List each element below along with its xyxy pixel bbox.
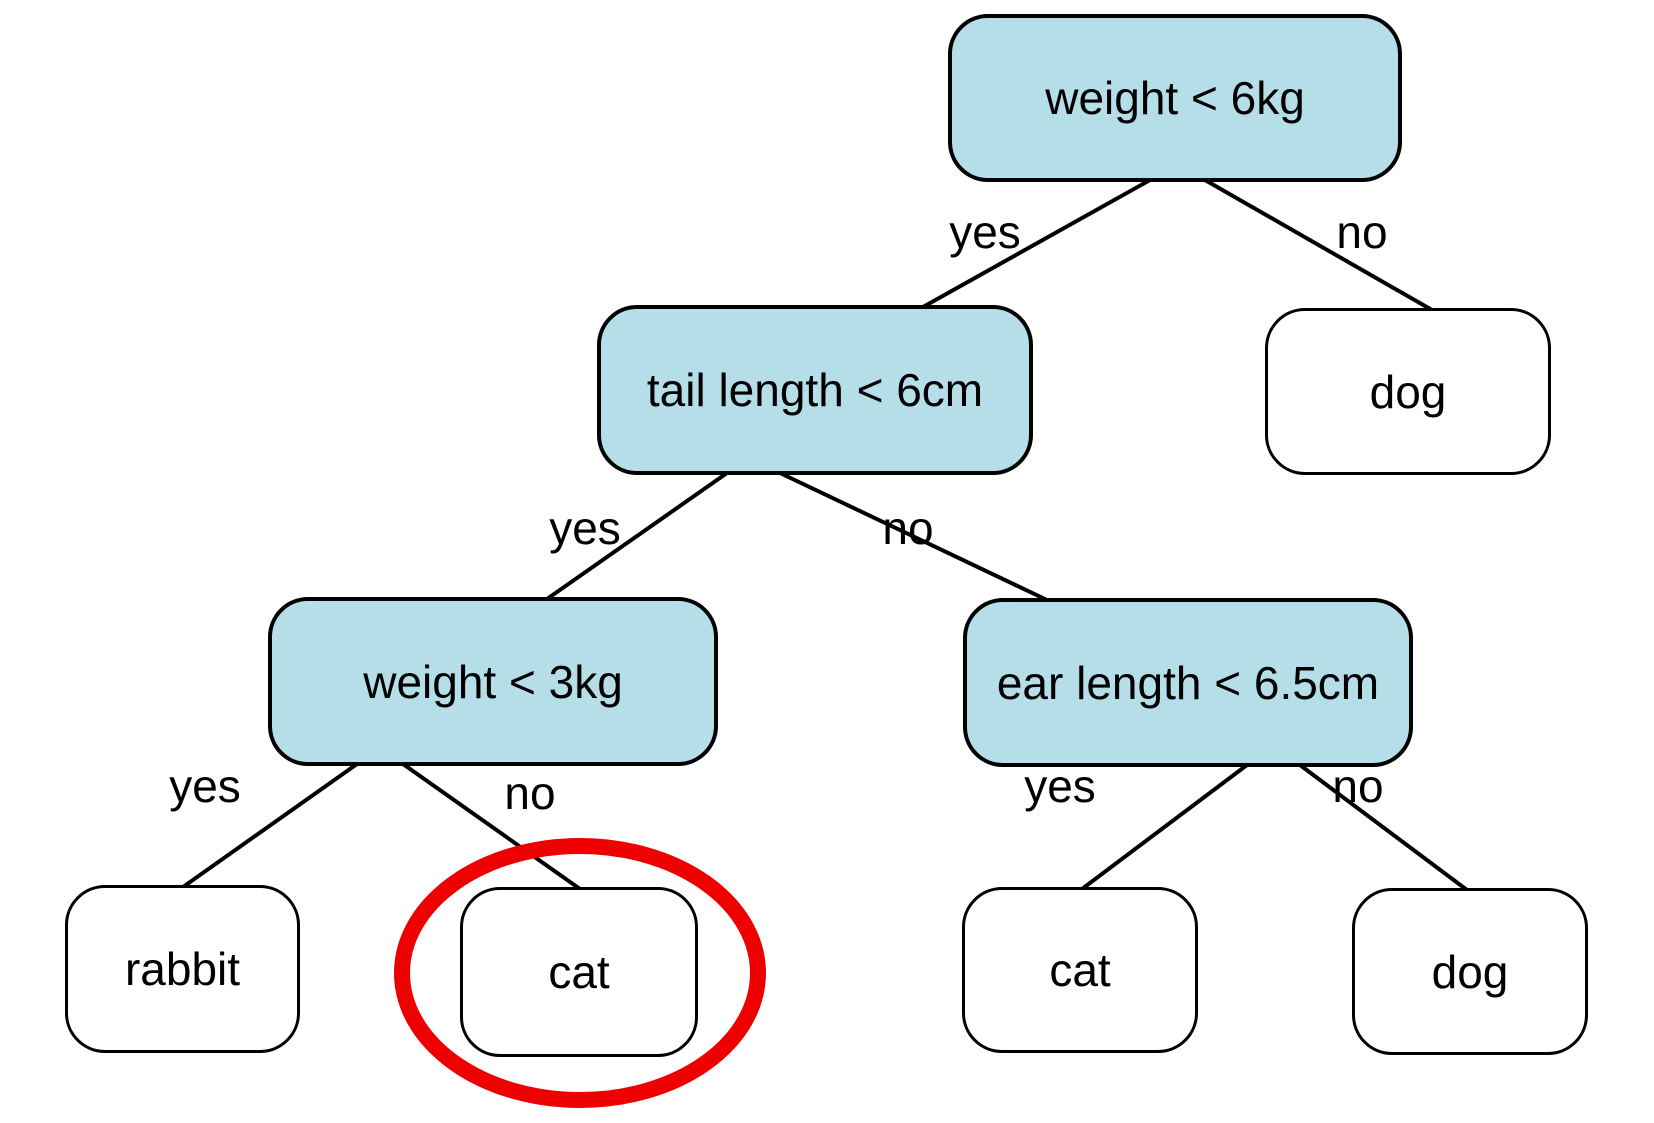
edge-ear-yes-line xyxy=(1080,763,1249,891)
edge-label-weight3-no: no xyxy=(504,767,556,819)
node-dog-top: dog xyxy=(1265,308,1551,475)
highlight-ellipse xyxy=(394,838,766,1108)
node-ear-length-label: ear length < 6.5cm xyxy=(996,656,1380,709)
node-rabbit: rabbit xyxy=(65,885,300,1053)
node-cat: cat xyxy=(962,887,1198,1053)
edge-label-tail-no: no xyxy=(882,502,934,554)
node-tail-length: tail length < 6cm xyxy=(597,305,1033,475)
node-dog-bottom: dog xyxy=(1352,888,1588,1055)
node-ear-length: ear length < 6.5cm xyxy=(963,598,1413,767)
node-cat-circled-label: cat xyxy=(548,946,610,998)
node-weight-3kg-label: weight < 3kg xyxy=(363,655,623,708)
edge-label-weight3-yes: yes xyxy=(169,760,241,812)
edge-label-ear-yes: yes xyxy=(1024,760,1096,812)
node-cat-circled: cat xyxy=(460,887,698,1057)
edge-ear-no-line xyxy=(1298,763,1469,892)
edge-label-tail-yes: yes xyxy=(549,502,621,554)
node-weight-3kg: weight < 3kg xyxy=(268,597,718,766)
edge-tail-yes-line xyxy=(545,471,729,601)
edge-root-yes-line xyxy=(921,178,1152,309)
node-weight-6kg-label: weight < 6kg xyxy=(1045,72,1305,124)
edge-weight3-no-line xyxy=(401,762,582,891)
edge-label-ear-no: no xyxy=(1332,760,1384,812)
node-weight-6kg: weight < 6kg xyxy=(948,14,1402,182)
node-rabbit-label: rabbit xyxy=(124,943,241,995)
edge-tail-no-line xyxy=(778,471,1049,602)
node-dog-top-label: dog xyxy=(1369,365,1447,418)
node-dog-bottom-label: dog xyxy=(1431,945,1509,998)
edge-weight3-yes-line xyxy=(181,762,359,889)
edge-label-root-yes: yes xyxy=(949,206,1021,258)
edge-root-no-line xyxy=(1203,178,1434,312)
node-cat-label: cat xyxy=(1049,944,1111,996)
edge-label-root-no: no xyxy=(1336,206,1388,258)
node-tail-length-label: tail length < 6cm xyxy=(646,364,984,416)
